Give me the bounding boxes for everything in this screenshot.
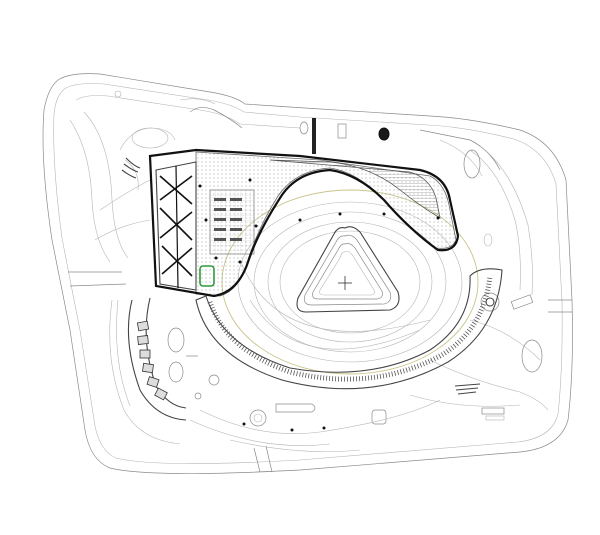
site-boundary xyxy=(42,73,573,474)
top-connector-bar xyxy=(312,118,316,154)
left-landscape xyxy=(69,90,216,263)
lower-left-wing xyxy=(109,297,220,445)
seat-blocks xyxy=(214,198,242,241)
top-structures xyxy=(189,107,501,177)
main-building xyxy=(148,148,460,298)
bottom-features xyxy=(189,399,441,452)
green-highlight-room xyxy=(199,265,215,287)
right-landscape xyxy=(409,145,549,421)
triangular-pavilion xyxy=(296,226,400,313)
column-dots xyxy=(198,178,440,264)
arc-ramp xyxy=(195,268,503,390)
